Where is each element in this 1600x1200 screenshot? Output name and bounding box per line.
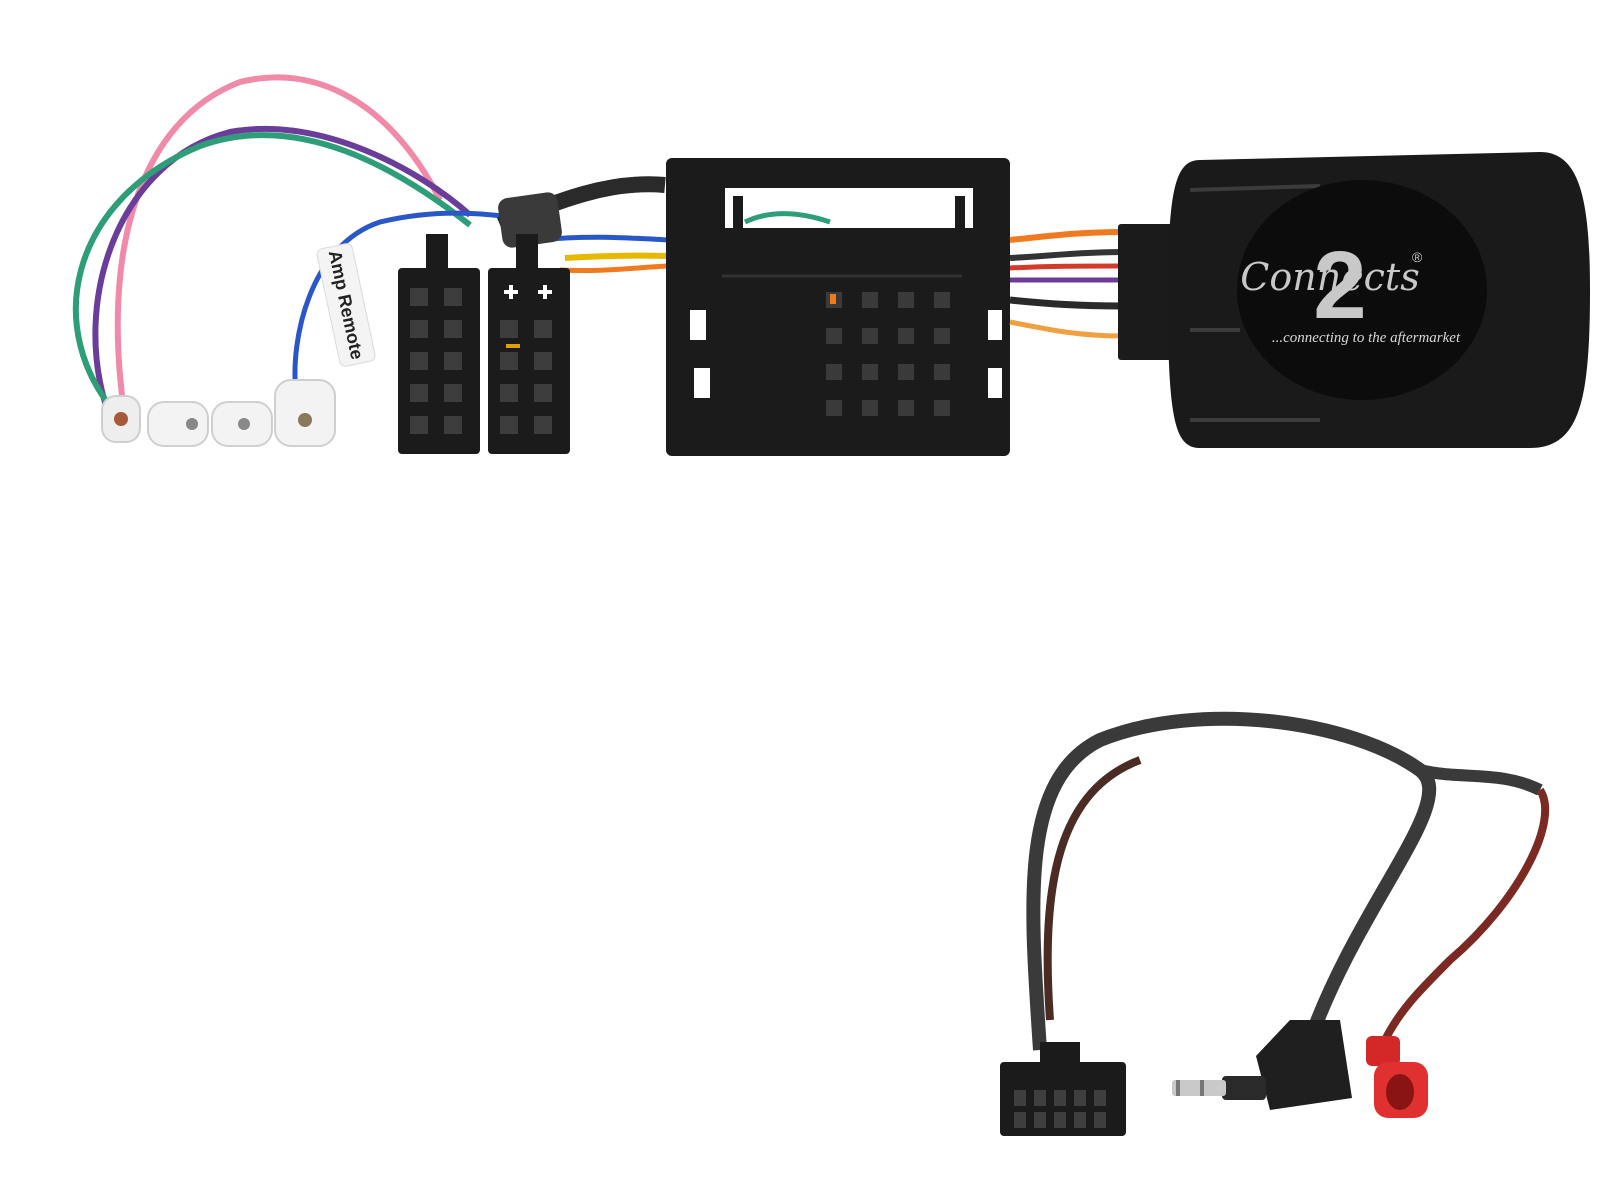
spade-connector: [1366, 1036, 1428, 1118]
wire-dark-1: [1009, 249, 1123, 261]
patch-cable-right: [1418, 764, 1543, 796]
jack-connector: [1172, 1020, 1352, 1110]
purple-wire: [92, 125, 473, 413]
bundle-wire-yellow: [564, 252, 669, 261]
quadlock-connector: [666, 158, 1010, 456]
red-brown-wire: [1381, 787, 1550, 1042]
iso-connector: [398, 234, 570, 454]
wire-red: [1009, 263, 1123, 271]
multipin-connector: [1000, 1042, 1126, 1136]
wire-orange-2: [1009, 319, 1123, 339]
brand-registered: ®: [1412, 249, 1423, 265]
label-tag: Amp Remote: [316, 243, 376, 367]
interface-box: 2 ® Connects ...connecting to the afterm…: [1168, 152, 1590, 448]
bullet-terminals: [101, 379, 336, 447]
pink-wire: [114, 74, 443, 419]
stereo-patch-lead: [1000, 711, 1550, 1136]
patch-cable-secondary: [1043, 756, 1142, 1021]
bundle-wire-orange: [559, 263, 669, 274]
interface-plug: [1118, 224, 1174, 360]
interface-badge: [1237, 180, 1487, 400]
brand-name: Connects: [1240, 255, 1419, 299]
brand-number: 2: [1313, 232, 1366, 339]
wire-orange: [1009, 229, 1123, 243]
heat-shrink-sleeve: [498, 192, 562, 248]
green-wire: [72, 132, 472, 421]
wire-dark-2: [1009, 296, 1123, 310]
patch-cable-main: [1026, 711, 1437, 1051]
wiring-harness: Amp Remote: [72, 74, 1590, 456]
brand-tagline: ...connecting to the aftermarket: [1272, 330, 1461, 346]
